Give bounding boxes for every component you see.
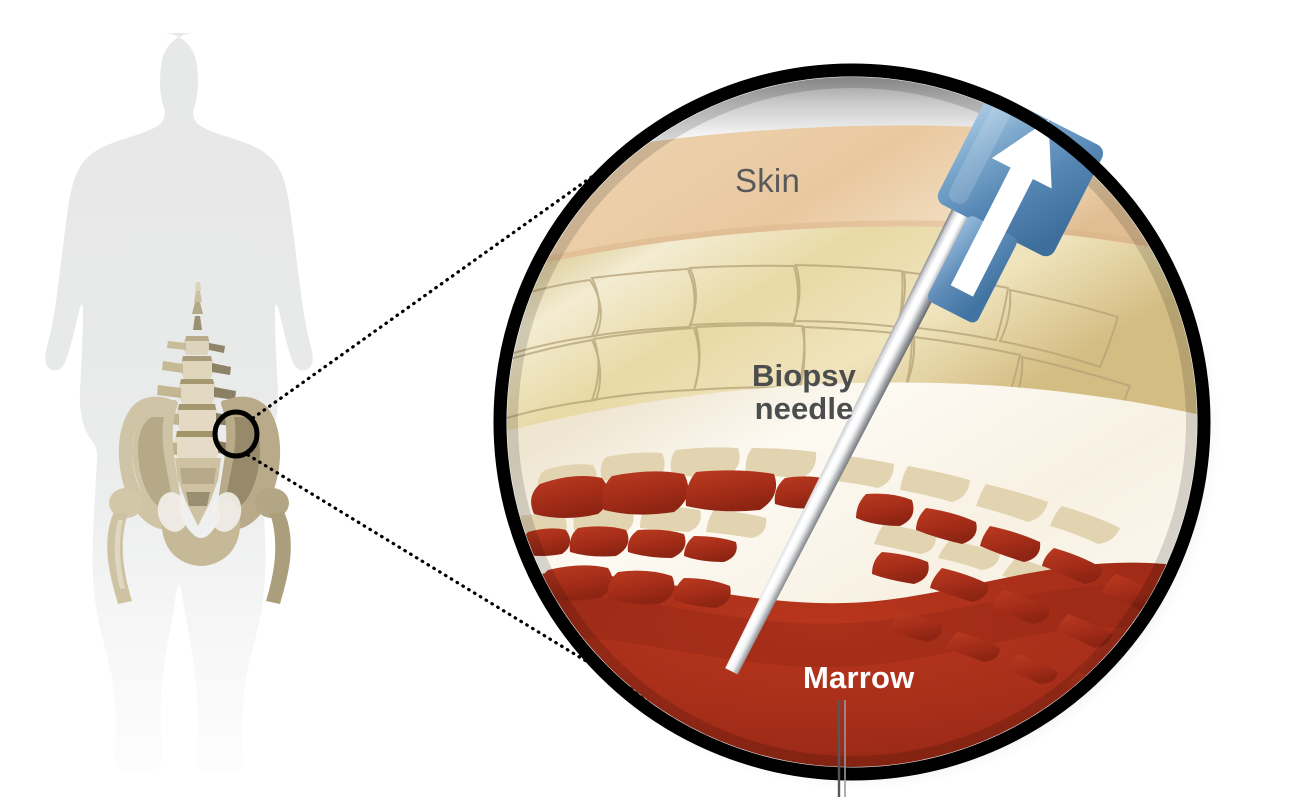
human-body-silhouette xyxy=(45,33,313,770)
body-panel xyxy=(45,33,313,770)
magnified-cross-section xyxy=(493,63,1220,790)
biopsy-site-marker xyxy=(212,409,260,459)
marrow-leader-line xyxy=(837,700,846,797)
needle-direction-arrow xyxy=(950,119,1052,297)
leader-line-top xyxy=(251,149,630,420)
marrow-blobs xyxy=(522,470,1170,723)
magnifier-ring xyxy=(493,63,1211,781)
subcutaneous-fat-layer xyxy=(507,226,1197,436)
dotted-leader-lines xyxy=(246,149,652,702)
needle-shaft xyxy=(725,174,992,675)
pelvis-bone xyxy=(107,396,291,604)
